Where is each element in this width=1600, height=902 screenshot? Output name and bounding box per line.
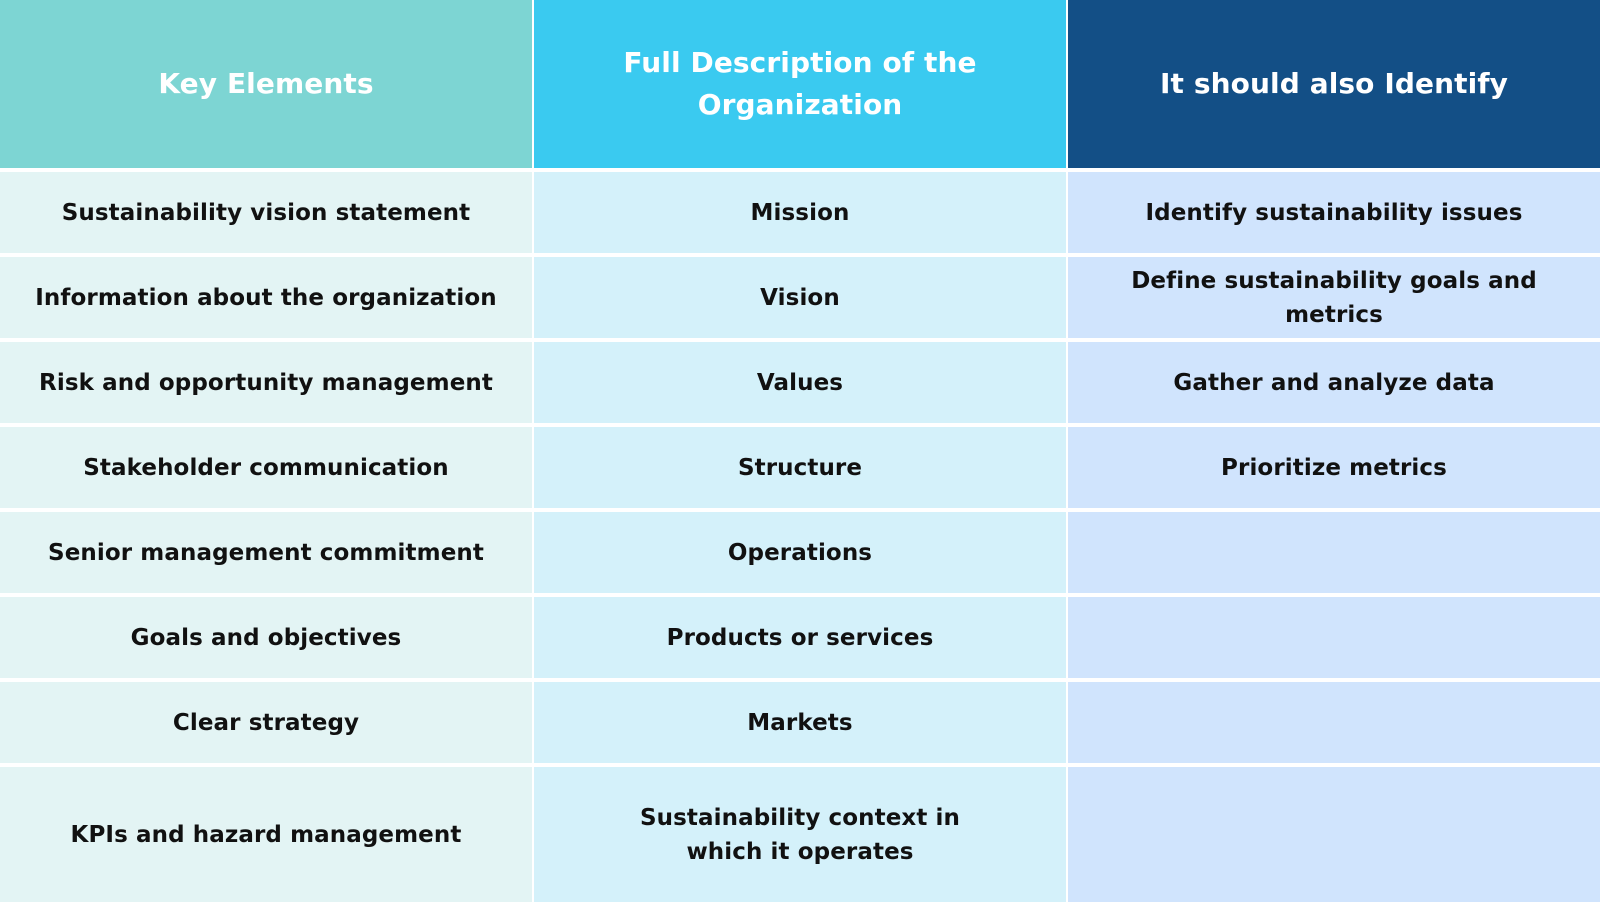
header-key-elements: Key Elements <box>0 0 532 168</box>
table-cell: Values <box>534 342 1066 423</box>
table-cell: Define sustainability goals and metrics <box>1068 257 1600 338</box>
table-cell: Goals and objectives <box>0 597 532 678</box>
table-cell: Risk and opportunity management <box>0 342 532 423</box>
table-cell: Mission <box>534 172 1066 253</box>
table-cell <box>1068 682 1600 763</box>
table-cell: Identify sustainability issues <box>1068 172 1600 253</box>
table-cell: Sustainability vision statement <box>0 172 532 253</box>
table-cell <box>1068 512 1600 593</box>
table-cell <box>1068 767 1600 902</box>
table-cell: Information about the organization <box>0 257 532 338</box>
table-cell: Gather and analyze data <box>1068 342 1600 423</box>
table-cell: KPIs and hazard management <box>0 767 532 902</box>
table-cell: Markets <box>534 682 1066 763</box>
header-full-description: Full Description of the Organization <box>534 0 1066 168</box>
table-cell: Stakeholder communication <box>0 427 532 508</box>
header-also-identify: It should also Identify <box>1068 0 1600 168</box>
table-cell: Sustainability context in which it opera… <box>534 767 1066 902</box>
table-cell: Prioritize metrics <box>1068 427 1600 508</box>
table-cell: Senior management commitment <box>0 512 532 593</box>
table-cell: Products or services <box>534 597 1066 678</box>
table-cell: Operations <box>534 512 1066 593</box>
table-cell: Vision <box>534 257 1066 338</box>
table-cell <box>1068 597 1600 678</box>
table-cell: Structure <box>534 427 1066 508</box>
table-cell: Clear strategy <box>0 682 532 763</box>
